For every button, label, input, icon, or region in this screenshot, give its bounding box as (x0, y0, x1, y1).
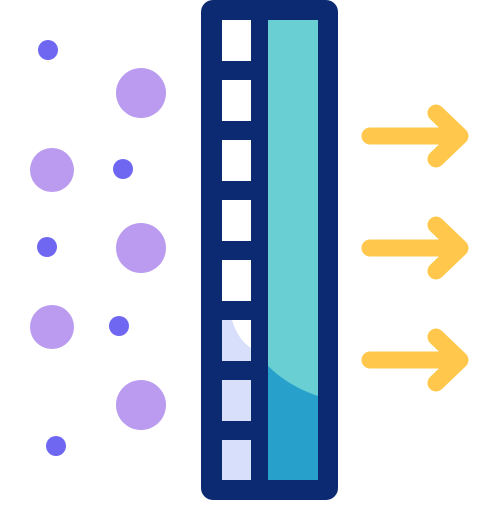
particle-small (38, 40, 58, 60)
membrane-slot (222, 380, 251, 421)
membrane-slot (222, 140, 251, 181)
membrane-slot (222, 200, 251, 241)
membrane-slot (222, 20, 251, 61)
arrow-right-icon (361, 216, 469, 280)
membrane-slot (222, 80, 251, 121)
membrane-slot (222, 440, 251, 480)
particle-large (116, 223, 166, 273)
particle-small (46, 436, 66, 456)
membrane-slot (222, 260, 251, 301)
particle-small (113, 159, 133, 179)
particle-small (109, 316, 129, 336)
flow-arrows (361, 104, 469, 392)
particle-large (30, 148, 74, 192)
membrane-panel-shade (268, 366, 318, 480)
particle-large (116, 380, 166, 430)
particle-small (37, 237, 57, 257)
membrane (201, 0, 338, 500)
particles-group (30, 40, 166, 456)
membrane-slots (222, 20, 251, 480)
particle-large (116, 68, 166, 118)
particle-large (30, 305, 74, 349)
membrane-slot-highlight (222, 320, 251, 348)
arrow-right-icon (361, 328, 469, 392)
arrow-right-icon (361, 104, 469, 168)
